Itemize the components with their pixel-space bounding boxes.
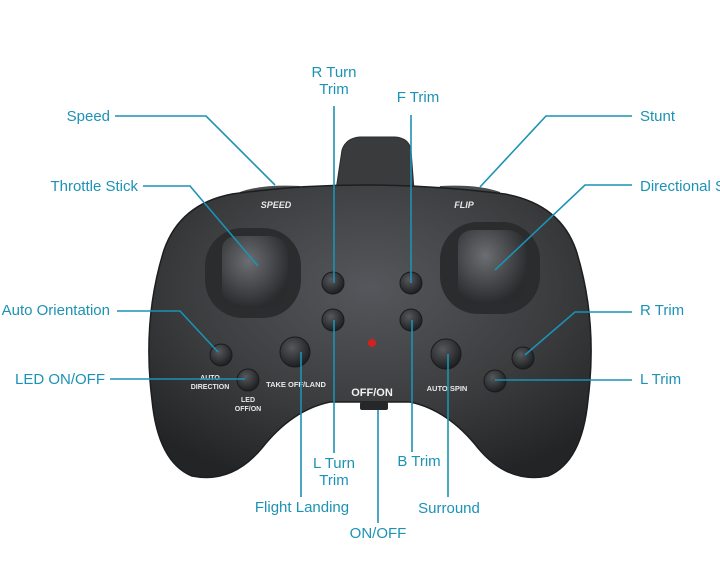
label-r-turn-trim: R Turn Trim xyxy=(311,64,356,98)
label-led-onoff: LED ON/OFF xyxy=(14,371,105,388)
label-r-turn-trim-line2: Trim xyxy=(319,81,349,98)
leader-throttle-stick xyxy=(143,185,259,267)
directional-stick[interactable] xyxy=(458,230,526,304)
take-off-land-button[interactable] xyxy=(279,336,311,368)
label-r-trim: R Trim xyxy=(640,302,685,319)
controller-body xyxy=(148,184,592,479)
led-onoff-button[interactable] xyxy=(236,368,260,392)
label-flight-landing: Flight Landing xyxy=(254,499,350,516)
throttle-stick[interactable] xyxy=(222,236,288,308)
leader-stunt xyxy=(479,115,632,188)
auto-spin-print: AUTO SPIN xyxy=(427,384,468,393)
leader-r-trim xyxy=(524,311,632,356)
auto-spin-button[interactable] xyxy=(430,338,462,370)
leader-directional-stick xyxy=(494,184,632,271)
leader-auto-orientation xyxy=(117,310,219,353)
label-surround: Surround xyxy=(418,500,480,517)
label-r-turn-trim-line1: R Turn xyxy=(311,64,357,81)
take-off-land-print: TAKE OFF/LAND xyxy=(266,380,326,389)
label-l-turn-trim: L Turn Trim xyxy=(313,455,355,489)
label-l-turn-trim-line2: Trim xyxy=(319,472,349,489)
power-switch[interactable] xyxy=(360,402,388,410)
label-stunt: Stunt xyxy=(640,108,676,125)
label-directional-stick: Directional Stick xyxy=(640,178,720,195)
label-b-trim: B Trim xyxy=(397,453,441,470)
flip-print: FLIP xyxy=(454,200,474,210)
antenna-handle xyxy=(335,136,415,191)
label-l-turn-trim-line1: L Turn xyxy=(313,455,355,472)
label-f-trim: F Trim xyxy=(396,89,440,106)
r-turn-trim-button[interactable] xyxy=(321,271,345,295)
power-led xyxy=(368,339,376,347)
leader-lines xyxy=(110,106,632,523)
off-on-print: OFF/ON xyxy=(351,387,393,399)
label-speed: Speed xyxy=(66,108,110,125)
label-throttle-stick: Throttle Stick xyxy=(50,178,138,195)
label-onoff: ON/OFF xyxy=(349,525,407,542)
l-turn-trim-button[interactable] xyxy=(321,308,345,332)
leader-speed xyxy=(115,115,276,186)
label-auto-orientation: Auto Orientation xyxy=(1,302,110,319)
b-trim-button[interactable] xyxy=(399,308,423,332)
l-trim-button[interactable] xyxy=(483,369,507,393)
speed-print: SPEED xyxy=(261,200,292,210)
label-l-trim: L Trim xyxy=(640,371,682,388)
